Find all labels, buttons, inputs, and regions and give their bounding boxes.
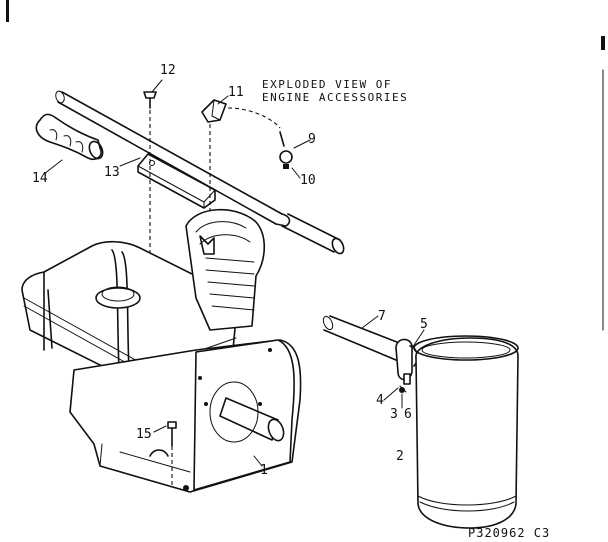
callout-9: 9 <box>308 132 316 147</box>
muffler <box>413 335 519 529</box>
callout-10: 10 <box>300 173 316 188</box>
callout-15: 15 <box>136 427 152 442</box>
cap-11 <box>201 99 281 220</box>
figure-code: P320962 C3 <box>468 526 551 540</box>
callout-1: 1 <box>260 463 268 478</box>
shaft <box>209 381 285 443</box>
callout-3: 3 <box>390 407 398 422</box>
callout-11: 11 <box>228 85 244 100</box>
knob-9-10 <box>279 131 293 169</box>
callout-7: 7 <box>378 309 386 324</box>
title-line-2: ENGINE ACCESSORIES <box>262 91 409 104</box>
leader-lines <box>43 79 425 467</box>
title-line-1: EXPLODED VIEW OF <box>262 78 392 91</box>
callout-5: 5 <box>420 317 428 332</box>
edge-marks <box>6 0 605 331</box>
pipe-7 <box>322 315 403 361</box>
callout-4: 4 <box>376 393 384 408</box>
callout-13: 13 <box>104 165 120 180</box>
handle-tube <box>55 90 345 255</box>
callout-2: 2 <box>396 449 404 464</box>
callout-6: 6 <box>404 407 412 422</box>
diagram-title: EXPLODED VIEW OF ENGINE ACCESSORIES <box>262 78 408 104</box>
bolt-15 <box>167 421 177 488</box>
grip <box>35 113 104 161</box>
engine-head <box>185 208 266 331</box>
clamp <box>395 338 419 393</box>
callout-12: 12 <box>160 63 176 78</box>
callout-14: 14 <box>32 171 48 186</box>
